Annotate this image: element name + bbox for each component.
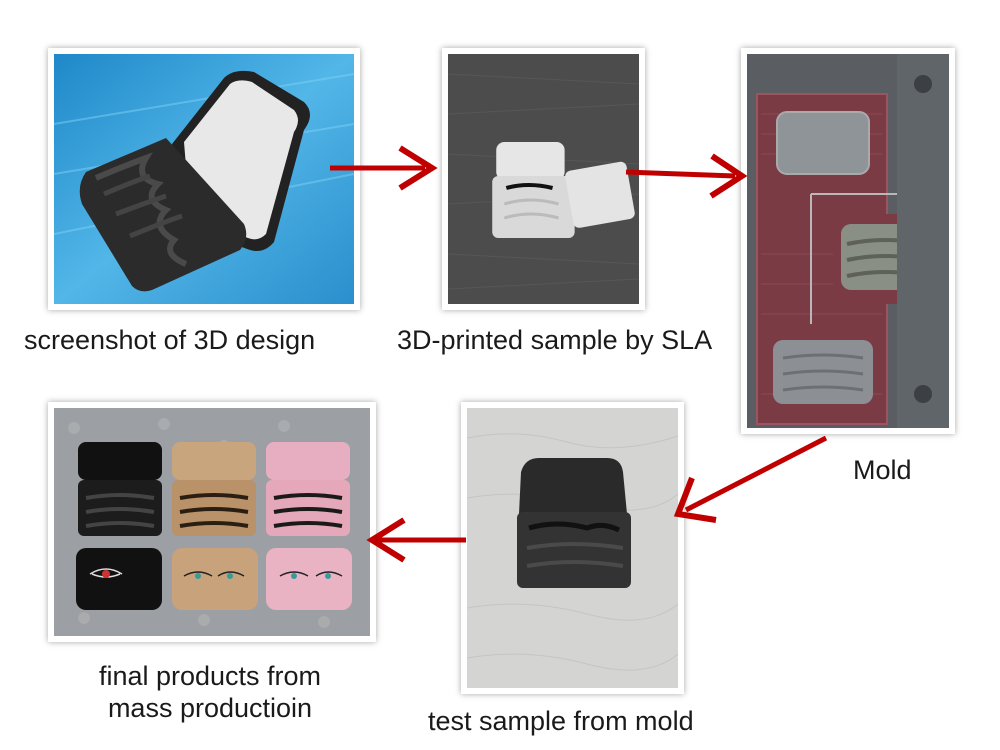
caption-final-line1: final products from [98, 661, 322, 691]
caption-final-line2: mass productioin [107, 693, 313, 723]
arrow-test-to-final [366, 517, 466, 563]
caption-3d-design: screenshot of 3D design [24, 325, 316, 355]
photo-test-sample [461, 402, 684, 694]
photo-final-products [48, 402, 376, 642]
photo-3d-design [48, 48, 360, 310]
photo-mold [741, 48, 955, 434]
arrow-mold-to-test [673, 435, 828, 523]
caption-3d-printed: 3D-printed sample by SLA [397, 325, 713, 355]
photo-3d-printed-sample [442, 48, 645, 310]
caption-mold: Mold [853, 455, 912, 485]
caption-test-sample: test sample from mold [428, 706, 694, 736]
caption-final-products: final products from mass productioin [60, 660, 360, 724]
